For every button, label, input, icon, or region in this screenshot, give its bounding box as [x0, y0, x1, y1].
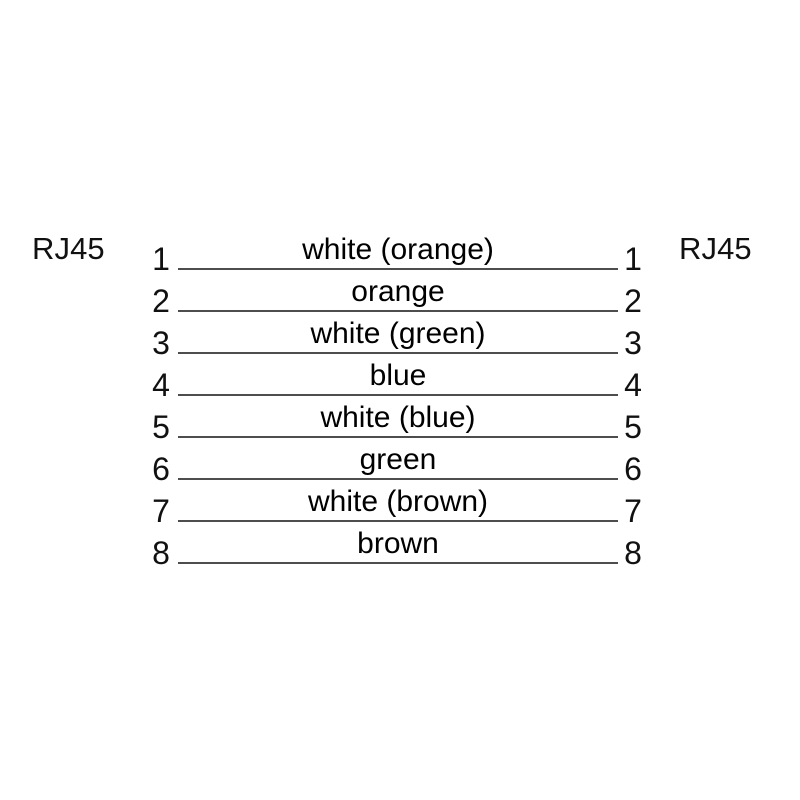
right-connector-label: RJ45: [679, 231, 752, 266]
wire-color-label: green: [359, 443, 437, 476]
conductor-line: [178, 352, 618, 354]
wire-color-label: orange: [351, 275, 445, 308]
conductor-line: [178, 478, 618, 480]
right-pin-number: 6: [624, 451, 642, 487]
wire-color-label: white (orange): [302, 233, 494, 266]
conductor-line: [178, 520, 618, 522]
conductor-line: [178, 310, 618, 312]
wire-color-label: blue: [369, 359, 427, 392]
wire-color-label: white (blue): [320, 401, 476, 434]
conductor-line: [178, 562, 618, 564]
left-pin-number: 2: [152, 283, 170, 319]
wire-color-label: brown: [357, 527, 439, 560]
right-pin-number: 8: [624, 535, 642, 571]
right-pin-number: 3: [624, 325, 642, 361]
left-pin-number: 5: [152, 409, 170, 445]
left-pin-number: 1: [152, 241, 170, 277]
left-pin-number: 3: [152, 325, 170, 361]
conductor-line: [178, 268, 618, 270]
conductor-line: [178, 436, 618, 438]
wire-color-label: white (green): [310, 317, 486, 350]
left-pin-number: 7: [152, 493, 170, 529]
right-pin-number: 7: [624, 493, 642, 529]
left-connector-label: RJ45: [32, 231, 105, 266]
wire-color-label: white (brown): [307, 485, 489, 518]
left-pin-number: 4: [152, 367, 170, 403]
right-pin-number: 5: [624, 409, 642, 445]
conductor-line: [178, 394, 618, 396]
right-pin-number: 4: [624, 367, 642, 403]
left-pin-number: 8: [152, 535, 170, 571]
right-pin-number: 1: [624, 241, 642, 277]
right-pin-number: 2: [624, 283, 642, 319]
left-pin-number: 6: [152, 451, 170, 487]
